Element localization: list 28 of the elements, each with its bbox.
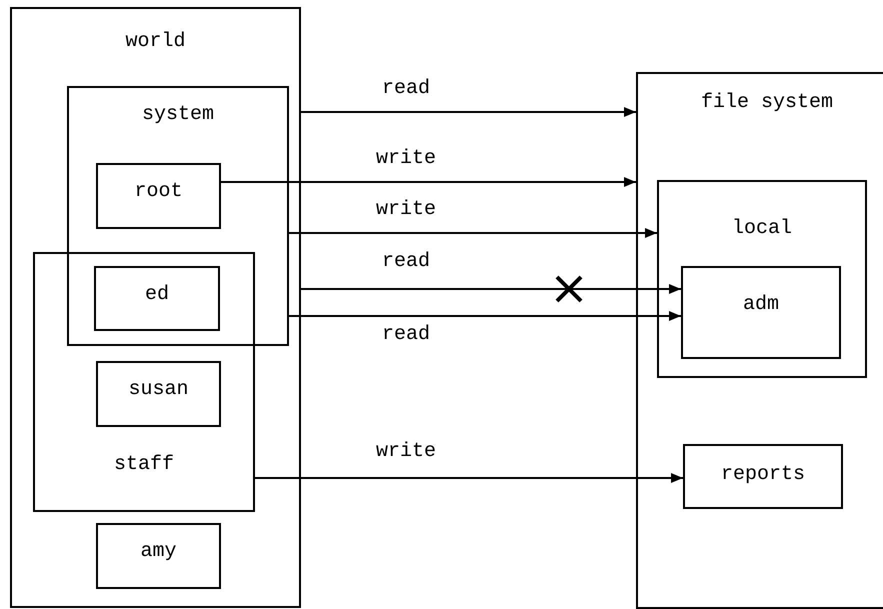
node-label: system: [142, 103, 214, 126]
node-label: root: [134, 180, 182, 203]
node-box: [683, 444, 843, 509]
arrow: [288, 311, 681, 321]
node-label: world: [125, 30, 186, 53]
node-box: [96, 361, 221, 427]
node-label: reports: [720, 463, 805, 486]
arrow: [300, 284, 681, 294]
node-label: file system: [700, 91, 834, 114]
arrow: [288, 228, 657, 238]
group-box: [657, 180, 867, 378]
node-label: staff: [114, 453, 174, 476]
node-box: [94, 266, 220, 331]
group-box: [33, 252, 255, 512]
group-box: [636, 72, 883, 609]
group-box: [67, 86, 289, 346]
node-box: [681, 266, 841, 359]
node-label: local: [732, 217, 792, 240]
arrow: [300, 107, 636, 117]
node-label: amy: [140, 540, 176, 563]
node-label: susan: [128, 378, 188, 401]
group-box: [10, 7, 301, 608]
node-label: adm: [742, 293, 779, 316]
node-box: [96, 523, 221, 589]
node-box: [96, 163, 221, 229]
arrow: [254, 473, 683, 483]
arrow: [220, 177, 636, 187]
node-label: ed: [144, 283, 169, 306]
